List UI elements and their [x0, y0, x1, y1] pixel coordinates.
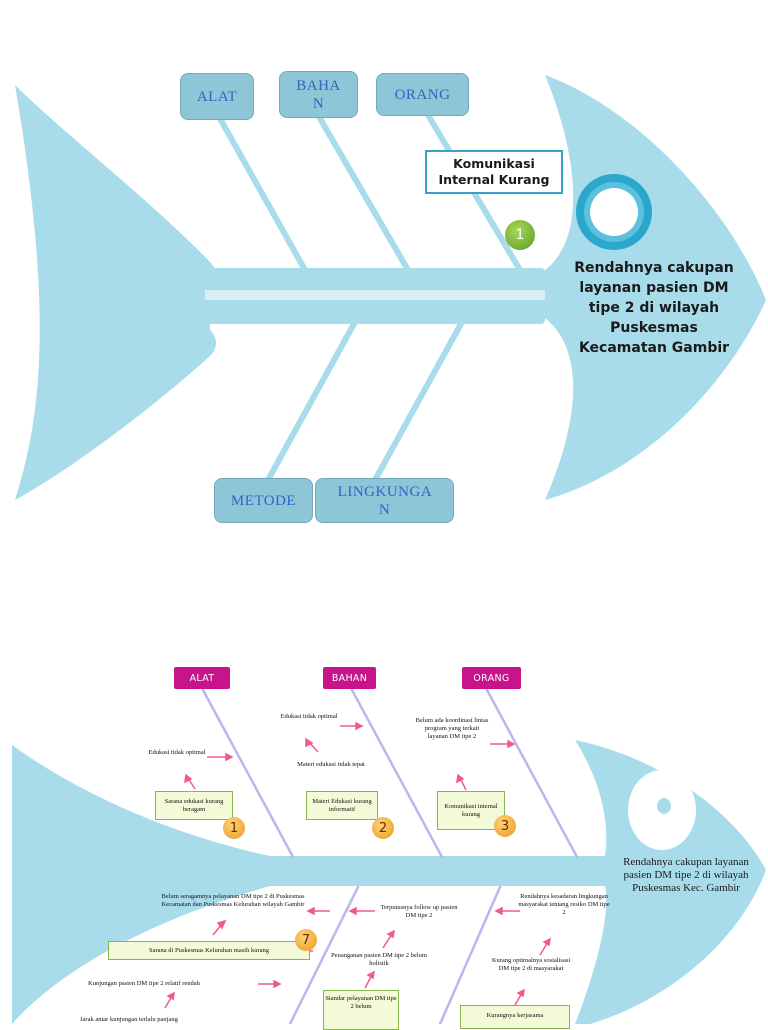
lower-mid-cause-1: Terputusnya follow up pasien DM tipe 2: [380, 904, 458, 919]
lower-right-cause-1: Rendahnya kesadaran lingkungan masyaraka…: [518, 893, 610, 916]
category-orang: ORANG: [376, 73, 469, 116]
bahan-sub-cause-2: Materi edukasi tidak tepat: [297, 761, 365, 768]
category-alat-2: ALAT: [174, 667, 230, 689]
lower-left-cause-3: Jarak antar kunjungan terlalu panjang: [80, 1016, 178, 1023]
alat-cause-box: Sarana edukasi kurang beragam: [155, 791, 233, 820]
category-bahan: BAHA N: [279, 71, 358, 118]
bahan-sub-cause-1: Edukasi tidak optimal: [280, 713, 338, 720]
cause-box-komunikasi: Komunikasi Internal Kurang: [425, 150, 563, 194]
fish-skeleton-2: [12, 740, 766, 1024]
lower-left-cause-1: Belum seragamnya pelayanan DM tipe 2 di …: [161, 893, 305, 908]
category-metode: METODE: [214, 478, 313, 523]
category-lingkungan: LINGKUNGA N: [315, 478, 454, 523]
category-alat: ALAT: [180, 73, 254, 120]
lower-right-cause-box: Kurangnya kerjasama: [460, 1005, 570, 1029]
problem-statement-1: Rendahnya cakupan layanan pasien DM tipe…: [574, 260, 734, 356]
lower-mid-cause-box: Standar pelayanan DM tipe 2 belum: [323, 990, 399, 1030]
category-bahan-2: BAHAN: [323, 667, 376, 689]
lower-left-cause-box: Sarana di Puskesmas Kelurahan masih kura…: [108, 941, 310, 960]
number-badge-alat: 1: [223, 817, 245, 839]
lower-right-cause-2: Kurang optimalnya sosialisasi DM tipe 2 …: [491, 957, 571, 972]
alat-sub-cause: Edukasi tidak optimal: [148, 749, 206, 756]
number-badge-orang: 3: [494, 815, 516, 837]
category-orang-2: ORANG: [462, 667, 521, 689]
problem-statement-2: Rendahnya cakupan layanan pasien DM tipe…: [623, 856, 749, 894]
lower-left-cause-2: Kunjungan pasien DM tipe 2 relatif renda…: [88, 980, 200, 987]
number-badge-bahan: 2: [372, 817, 394, 839]
lower-mid-cause-2: Penanganan pasien DM tipe 2 belum holist…: [331, 952, 427, 967]
number-badge-7: 7: [295, 929, 317, 951]
bahan-cause-box: Materi Edukasi kurang informatif: [306, 791, 378, 820]
orang-sub-cause: Belum ada koordinasi lintas program yang…: [415, 717, 489, 740]
number-badge-1: 1: [505, 220, 535, 250]
orang-cause-box: Komunikasi internal kurang: [437, 791, 505, 830]
